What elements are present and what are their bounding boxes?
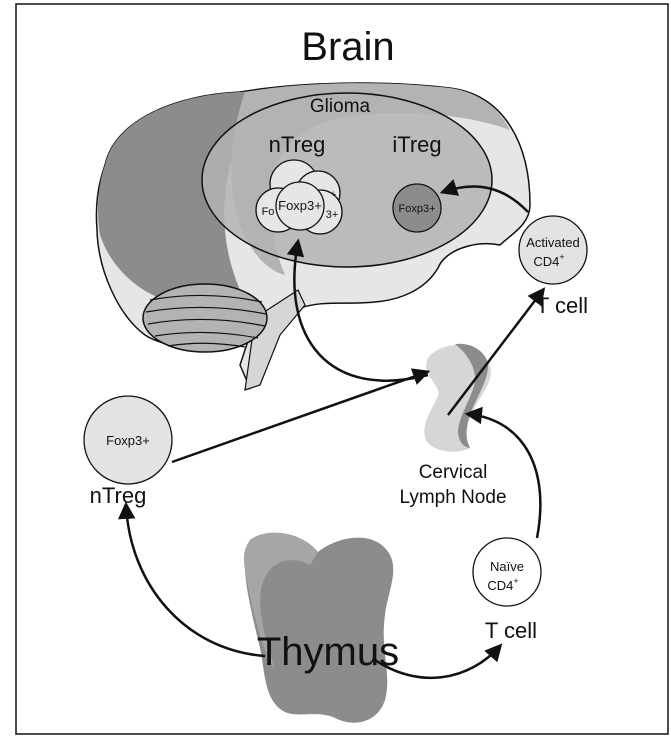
peripheral-ntreg-caption: nTreg <box>90 483 147 508</box>
arrow-thymus-to-ntreg <box>126 505 265 656</box>
cerebellum <box>143 284 267 352</box>
ntreg-cell-label: Fo <box>262 206 275 218</box>
lymph-node-line2: Lymph Node <box>399 487 506 508</box>
thymus-label: Thymus <box>257 630 399 674</box>
brain-title: Brain <box>301 25 394 69</box>
lymph-node-line1: Cervical <box>419 462 488 483</box>
ntreg-cell-label: 3+ <box>326 209 339 221</box>
arrow-ntreg-to-ln <box>172 372 427 462</box>
ntreg-label: nTreg <box>269 132 326 157</box>
naive-cell-line1: Naïve <box>490 559 524 574</box>
glioma-region <box>202 93 492 267</box>
glioma-label: Glioma <box>310 96 371 117</box>
activated-cell-line1: Activated <box>526 235 579 250</box>
ntreg-cell-label: Foxp3+ <box>278 198 322 213</box>
lymph-node-illustration <box>424 344 491 452</box>
activated-cd4-cell <box>519 216 587 284</box>
peripheral-ntreg-cell-label: Foxp3+ <box>106 433 150 448</box>
thymus-illustration <box>244 533 393 723</box>
itreg-label: iTreg <box>392 132 441 157</box>
naive-cell-caption: T cell <box>485 618 537 643</box>
itreg-cell-label: Foxp3+ <box>399 203 436 215</box>
activated-cell-caption: T cell <box>536 293 588 318</box>
